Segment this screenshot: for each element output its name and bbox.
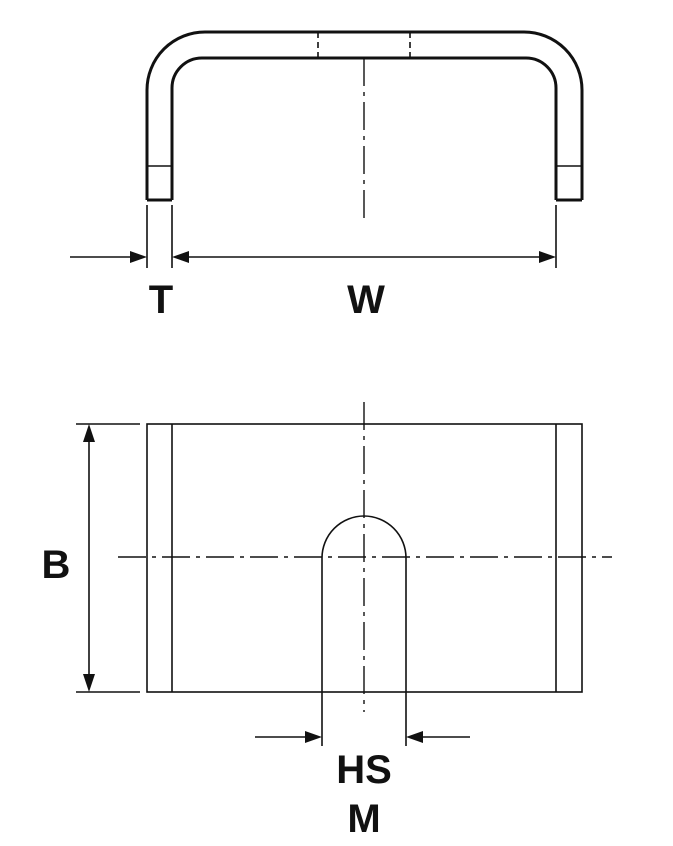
thickness-arrowhead	[130, 251, 147, 263]
height-arrowhead-bottom	[83, 674, 95, 692]
width-arrowhead-right	[539, 251, 556, 263]
hole-size-dimension: HS M	[255, 731, 470, 841]
height-arrowhead-top	[83, 424, 95, 442]
hole-size-arrowhead-left	[305, 731, 322, 743]
hole-size-arrowhead-right	[406, 731, 423, 743]
thickness-label: T	[149, 278, 173, 322]
height-label: B	[42, 543, 71, 587]
width-thickness-dimensions: T W	[70, 205, 557, 322]
metric-label: M	[347, 797, 380, 841]
width-arrowhead-left	[172, 251, 189, 263]
width-label: W	[347, 278, 385, 322]
hole-size-label: HS	[336, 748, 392, 792]
u-bolt-top-view	[145, 30, 584, 218]
height-dimension: B	[42, 423, 140, 693]
u-bolt-outer-contour	[145, 30, 584, 200]
plate-bottom-view	[118, 402, 612, 746]
